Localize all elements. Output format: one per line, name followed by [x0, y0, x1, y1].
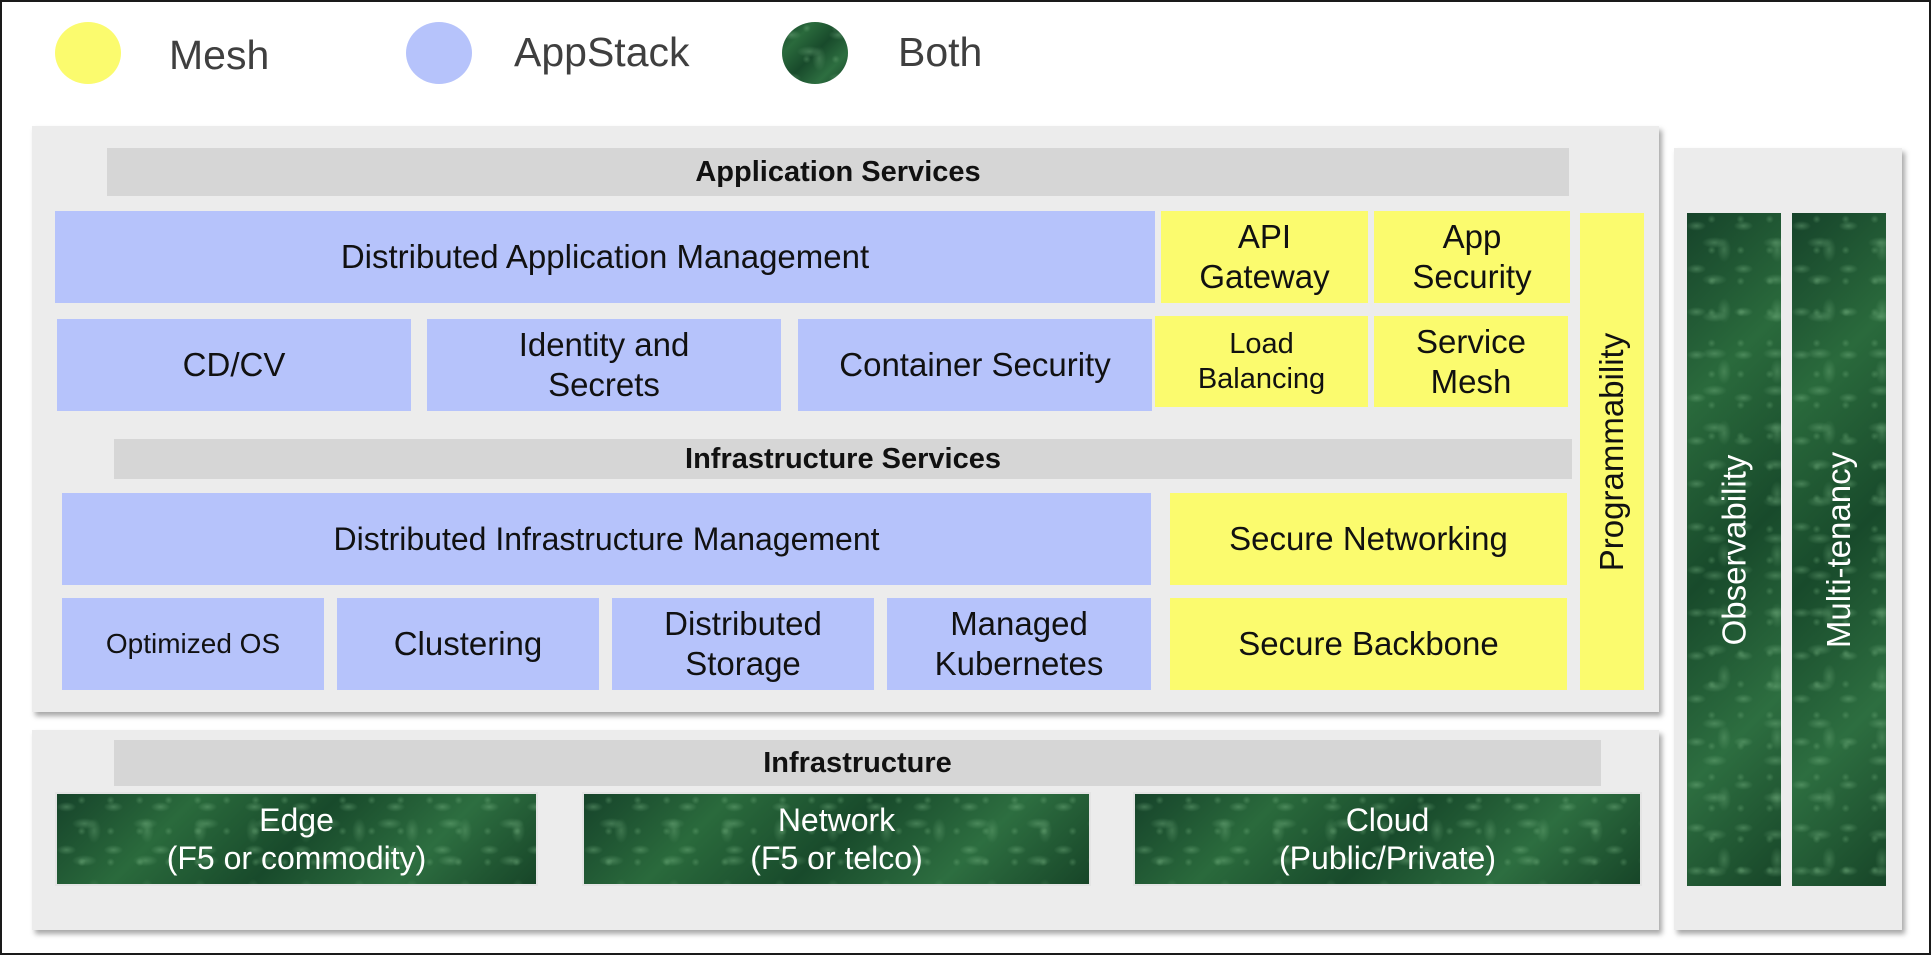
- api-gateway-line-2: Gateway: [1199, 258, 1330, 295]
- programmability-label: Programmability: [1593, 332, 1630, 571]
- managed-kubernetes-line-1: Managed: [950, 605, 1088, 643]
- managed-kubernetes-line-2: Kubernetes: [934, 645, 1104, 682]
- distributed-application-management-box: Distributed Application Management: [55, 211, 1155, 303]
- service-mesh-line-2: Mesh: [1430, 362, 1512, 400]
- programmability-bar: Programmability: [1580, 213, 1644, 690]
- distributed-storage-line-1: Distributed: [664, 605, 822, 643]
- load-balancing-line-1: Load: [1229, 327, 1294, 360]
- cloud-line-2: (Public/Private): [1279, 840, 1496, 876]
- app-security-line-2: Security: [1412, 258, 1532, 295]
- infrastructure-header: Infrastructure: [114, 740, 1601, 786]
- optimized-os-box: Optimized OS: [62, 598, 324, 690]
- multi-tenancy-label: Multi-tenancy: [1820, 451, 1857, 648]
- legend-label-appstack: AppStack: [514, 29, 690, 75]
- legend-swatch-appstack: [406, 22, 472, 84]
- observability-label: Observability: [1715, 454, 1753, 645]
- api-gateway-line-1: API: [1237, 218, 1292, 256]
- identity-line-1: Identity and: [518, 326, 690, 364]
- cloud-box: Cloud (Public/Private): [1135, 794, 1640, 884]
- container-security-box: Container Security: [798, 319, 1152, 411]
- network-line-2: (F5 or telco): [750, 840, 923, 876]
- edge-line-1: Edge: [259, 801, 334, 838]
- clustering-box: Clustering: [337, 598, 599, 690]
- managed-kubernetes-box: Managed Kubernetes: [887, 598, 1151, 690]
- app-security-line-1: App: [1442, 218, 1502, 256]
- edge-box: Edge (F5 or commodity): [57, 794, 536, 884]
- network-box: Network (F5 or telco): [584, 794, 1089, 884]
- distributed-infrastructure-management-box: Distributed Infrastructure Management: [62, 493, 1151, 585]
- multi-tenancy-bar: Multi-tenancy: [1792, 213, 1886, 886]
- network-line-1: Network: [777, 801, 896, 838]
- secure-networking-box: Secure Networking: [1170, 493, 1567, 585]
- service-mesh-box: Service Mesh: [1374, 316, 1568, 407]
- legend-label-both: Both: [898, 29, 983, 75]
- cd-cv-box: CD/CV: [57, 319, 411, 411]
- app-security-box: App Security: [1374, 211, 1570, 303]
- api-gateway-box: API Gateway: [1161, 211, 1368, 303]
- cloud-line-1: Cloud: [1345, 801, 1430, 838]
- identity-line-2: Secrets: [548, 366, 660, 403]
- infrastructure-services-header: Infrastructure Services: [114, 439, 1572, 479]
- secure-backbone-box: Secure Backbone: [1170, 598, 1567, 690]
- distributed-storage-line-2: Storage: [685, 645, 801, 682]
- load-balancing-box: Load Balancing: [1155, 316, 1368, 407]
- identity-and-secrets-box: Identity and Secrets: [427, 319, 781, 411]
- observability-bar: Observability: [1687, 213, 1781, 886]
- legend-label-mesh: Mesh: [169, 32, 270, 78]
- edge-line-2: (F5 or commodity): [166, 840, 427, 876]
- application-services-header: Application Services: [107, 148, 1569, 196]
- distributed-storage-box: Distributed Storage: [612, 598, 874, 690]
- legend-swatch-both: [782, 22, 848, 84]
- legend-swatch-mesh: [55, 22, 121, 84]
- load-balancing-line-2: Balancing: [1197, 362, 1326, 395]
- service-mesh-line-1: Service: [1415, 322, 1527, 360]
